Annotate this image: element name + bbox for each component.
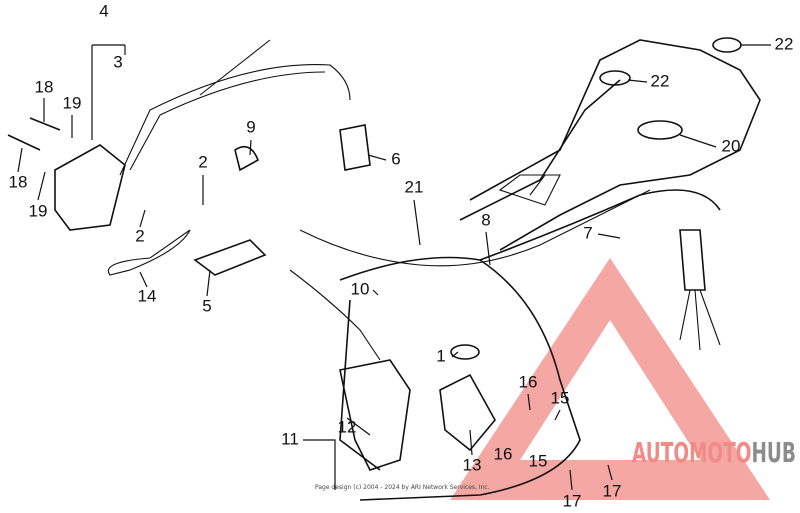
callout-14: 14: [138, 286, 157, 305]
watermark-text: AUTOMOTOHUB: [632, 436, 796, 469]
callout-19: 19: [29, 201, 48, 220]
callout-21: 21: [405, 177, 424, 196]
callout-1: 1: [436, 346, 445, 365]
callout-8: 8: [481, 210, 490, 229]
callout-16: 16: [494, 444, 513, 463]
callout-15: 15: [551, 388, 570, 407]
callout-13: 13: [463, 455, 482, 474]
callout-17: 17: [563, 491, 582, 510]
callout-18: 18: [9, 172, 28, 191]
callout-7: 7: [583, 223, 592, 242]
frame-drawing: [7, 37, 761, 501]
svg-text:AUTOMOTOHUB: AUTOMOTOHUB: [632, 436, 796, 469]
callout-labels: 4 3 18 19 18 19 2 2 9 6 14 5 21 8 22 22 …: [9, 1, 794, 510]
callout-22: 22: [651, 71, 670, 90]
callout-10: 10: [351, 279, 370, 298]
callout-12: 12: [338, 417, 357, 436]
callout-5: 5: [202, 296, 211, 315]
callout-15: 15: [529, 451, 548, 470]
callout-9: 9: [246, 117, 255, 136]
watermark-logo: [450, 258, 770, 500]
callout-18: 18: [35, 77, 54, 96]
leader-lines: [17, 44, 771, 491]
callout-19: 19: [63, 93, 82, 112]
callout-17: 17: [603, 481, 622, 500]
copyright-text: Page design (c) 2004 - 2024 by ARI Netwo…: [315, 484, 490, 491]
callout-16: 16: [519, 372, 538, 391]
watermark-automoto: AUTOMOTO: [632, 436, 751, 469]
callout-2: 2: [198, 152, 207, 171]
callout-6: 6: [391, 149, 400, 168]
callout-4: 4: [99, 1, 108, 20]
callout-2: 2: [135, 226, 144, 245]
callout-11: 11: [281, 429, 299, 448]
watermark-hub: HUB: [751, 436, 796, 469]
callout-20: 20: [722, 136, 741, 155]
callout-22: 22: [775, 34, 794, 53]
callout-3: 3: [113, 52, 122, 71]
